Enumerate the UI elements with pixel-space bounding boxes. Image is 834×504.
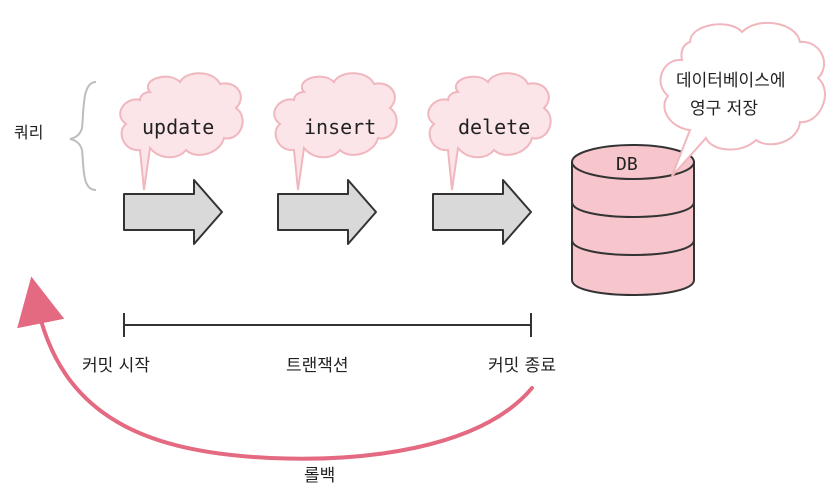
- flow-arrow-2: [277, 179, 377, 245]
- db-callout-line-2: 영구 저장: [690, 99, 758, 119]
- commit-start-label: 커밋 시작: [82, 356, 150, 376]
- db-callout-cloud: 데이터베이스에 영구 저장: [659, 21, 826, 177]
- rollback-arrow: [17, 276, 534, 461]
- query-text-insert: insert: [304, 115, 376, 139]
- query-cloud-insert: insert: [273, 72, 398, 191]
- query-cloud-delete: delete: [427, 72, 552, 191]
- flow-arrow-3: [432, 179, 532, 245]
- transaction-timeline: [123, 313, 532, 337]
- query-cloud-update: update: [119, 72, 244, 191]
- query-text-delete: delete: [458, 115, 530, 139]
- commit-end-label: 커밋 종료: [488, 356, 556, 376]
- query-text-update: update: [142, 115, 214, 139]
- rollback-label: 롤백: [304, 466, 335, 486]
- database-cylinder: DB: [571, 144, 695, 296]
- db-label: DB: [616, 154, 638, 175]
- flow-arrow-1: [123, 179, 223, 245]
- db-callout-line-1: 데이터베이스에: [676, 71, 785, 91]
- curly-brace: [69, 81, 97, 191]
- query-label: 쿼리: [14, 123, 43, 142]
- transaction-label: 트랜잭션: [286, 356, 349, 376]
